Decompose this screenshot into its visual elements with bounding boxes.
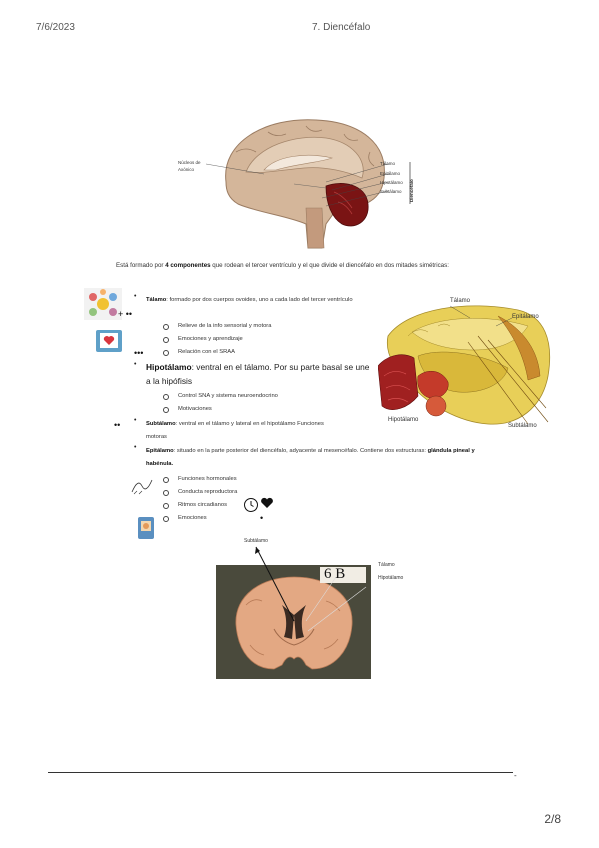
subbullet <box>163 490 169 496</box>
subbullet <box>163 337 169 343</box>
subitem-thalamus-2: Emociones y aprendizaje <box>178 336 243 342</box>
header-title: 7. Diencéfalo <box>312 22 371 33</box>
subitem-epithalamus-2: Conducta reproductora <box>178 489 238 495</box>
heart-card-sticker <box>96 330 122 357</box>
subitem-epithalamus-1: Funciones hormonales <box>178 476 237 482</box>
label-axonal: Axónico <box>178 167 195 172</box>
subitem-thalamus-1: Relieve de la info sensorial y motora <box>178 323 272 329</box>
page-number: 2/8 <box>544 812 561 826</box>
dots-decoration-3: •• <box>114 420 121 430</box>
label-thalamus-right: Tálamo <box>450 298 471 304</box>
subitem-hypothalamus-2: Motivaciones <box>178 406 212 412</box>
subitem-hypothalamus-1: Control SNA y sistema neuroendocrino <box>178 393 278 399</box>
item-subthalamus: Subtálamo: ventral en el tálamo y latera… <box>146 421 324 440</box>
label-thalamus-bottom: Tálamo <box>378 562 395 568</box>
clock-icon <box>243 497 259 518</box>
bullet-hypothalamus: • <box>134 361 137 368</box>
subbullet <box>163 407 169 413</box>
dots-decoration-2: ••• <box>134 348 144 358</box>
item-hypothalamus: Hipotálamo: ventral en el tálamo. Por su… <box>146 362 370 386</box>
header-date: 7/6/2023 <box>36 22 75 33</box>
subitem-epithalamus-4: Emociones <box>178 515 207 521</box>
label-hypothalamus-bottom: Hipotálamo <box>378 575 404 581</box>
footer-tick: - <box>514 771 517 780</box>
coronal-section-photo: 6 B <box>216 565 371 679</box>
intro-paragraph: Está formado por 4 componentes que rodea… <box>116 262 449 269</box>
label-subthalamus: Subtálamo <box>380 189 402 194</box>
sagittal-brain-illustration <box>205 119 411 249</box>
subbullet <box>163 503 169 509</box>
sagittal-brain-figure: Núcleos de Axónico Tálamo Epitálamo Hipo… <box>176 112 426 252</box>
item-epithalamus: Epitálamo: situado en la parte posterior… <box>146 448 475 467</box>
dots-decoration: + •• <box>118 309 133 319</box>
subbullet <box>163 350 169 356</box>
label-subthalamus-right: Subtálamo <box>508 423 537 429</box>
colored-diencephalon-illustration <box>377 296 555 432</box>
label-thalamus: Tálamo <box>380 161 396 166</box>
pointer-label: Subtálamo <box>244 538 268 544</box>
subitem-epithalamus-3: Ritmos circadianos <box>178 502 227 508</box>
bullet-epithalamus: • <box>134 444 137 451</box>
bullet-thalamus: • <box>134 293 137 300</box>
bullet-subthalamus: • <box>134 417 137 424</box>
flower-sticker <box>84 288 122 325</box>
card-sticker <box>138 517 154 544</box>
subbullet <box>163 394 169 400</box>
label-diencephalon: Diencéfalo <box>409 179 414 202</box>
label-nucleus: Núcleos de <box>178 160 201 165</box>
scribble-sticker <box>130 476 154 501</box>
label-hypothalamus-right: Hipotálamo <box>388 417 419 423</box>
subitem-thalamus-3: Relación con el SRAA <box>178 349 236 355</box>
coronal-section-image <box>216 565 371 679</box>
item-thalamus: Tálamo: formado por dos cuerpos ovoides,… <box>146 297 353 303</box>
dot-decoration: • <box>260 513 264 523</box>
subbullet <box>163 477 169 483</box>
pointer-arrow <box>255 546 295 622</box>
footer-rule <box>48 772 513 773</box>
slide-card-label: 6 B <box>324 566 346 582</box>
label-epithalamus-right: Epitálamo <box>512 314 539 320</box>
colored-diencephalon-figure: Tálamo Epitálamo Hipotálamo Subtálamo <box>377 296 555 432</box>
heart-icon <box>260 496 274 514</box>
label-epithalamus: Epitálamo <box>380 171 401 176</box>
subbullet <box>163 516 169 522</box>
subbullet <box>163 324 169 330</box>
label-hypothalamus: Hipotálamo <box>380 180 403 185</box>
